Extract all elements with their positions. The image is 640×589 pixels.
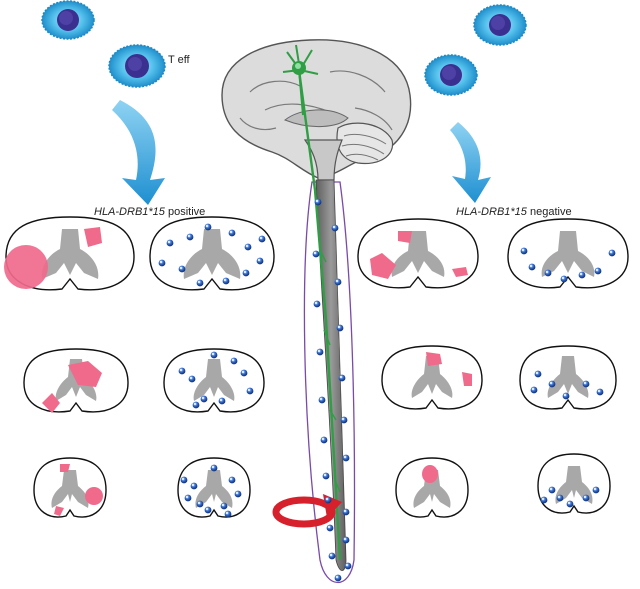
t-eff-label: T eff [168, 54, 190, 66]
spinal-cord-section-icon [163, 348, 265, 413]
brain-icon [221, 39, 412, 181]
positive-group-label: HLA-DRB1*15 positive [94, 206, 205, 218]
spinal-cord-section-icon [33, 457, 107, 518]
lymphocyte-icon [312, 250, 320, 258]
lymphocyte-icon [340, 416, 348, 424]
t-cell-icon [473, 4, 527, 46]
spinal-cord-section-icon [395, 457, 469, 518]
lymphocyte-icon [342, 454, 350, 462]
lymphocyte-icon [328, 552, 336, 560]
lymphocyte-icon [336, 324, 344, 332]
t-cell-icon [424, 54, 478, 96]
down-arrow-icon [112, 100, 165, 205]
spinal-cord-section-icon [149, 216, 275, 291]
spinal-cord-section-icon [357, 218, 479, 289]
positive-word-label: positive [164, 206, 206, 218]
lymphocyte-icon [322, 472, 330, 480]
t-cell-icon [108, 44, 166, 88]
spinal-cord-section-icon [4, 216, 135, 291]
negative-word-label: negative [526, 206, 572, 218]
lymphocyte-icon [338, 374, 346, 382]
spinal-cord-section-icon [537, 453, 611, 514]
lymphocyte-icon [313, 300, 321, 308]
lymphocyte-icon [344, 562, 352, 570]
spinal-cord-section-icon [23, 348, 129, 413]
lymphocyte-icon [334, 278, 342, 286]
lymphocyte-icon [320, 436, 328, 444]
spinal-cord-section-icon [177, 457, 251, 518]
neuron-icon [282, 44, 342, 561]
down-arrow-icon [450, 122, 491, 203]
lymphocyte-icon [318, 396, 326, 404]
positive-gene-label: HLA-DRB1*15 [94, 206, 165, 218]
t-cell-icon [41, 0, 95, 40]
spinal-cord-section-icon [519, 345, 617, 410]
lymphocyte-icon [334, 574, 342, 582]
negative-group-label: HLA-DRB1*15 negative [456, 206, 572, 218]
lymphocyte-icon [342, 536, 350, 544]
lymphocyte-icon [342, 508, 350, 516]
spinal-cord-section-icon [507, 218, 629, 289]
spinal-cord-section-icon [381, 345, 483, 410]
curved-arrow-icon [272, 494, 342, 528]
lymphocyte-icon [316, 348, 324, 356]
lymphocyte-icon [314, 198, 322, 206]
lymphocyte-icon [324, 496, 332, 504]
lymphocyte-icon [331, 224, 339, 232]
negative-gene-label: HLA-DRB1*15 [456, 206, 527, 218]
lymphocyte-icon [326, 524, 334, 532]
spinal-canal-outline [303, 181, 356, 584]
